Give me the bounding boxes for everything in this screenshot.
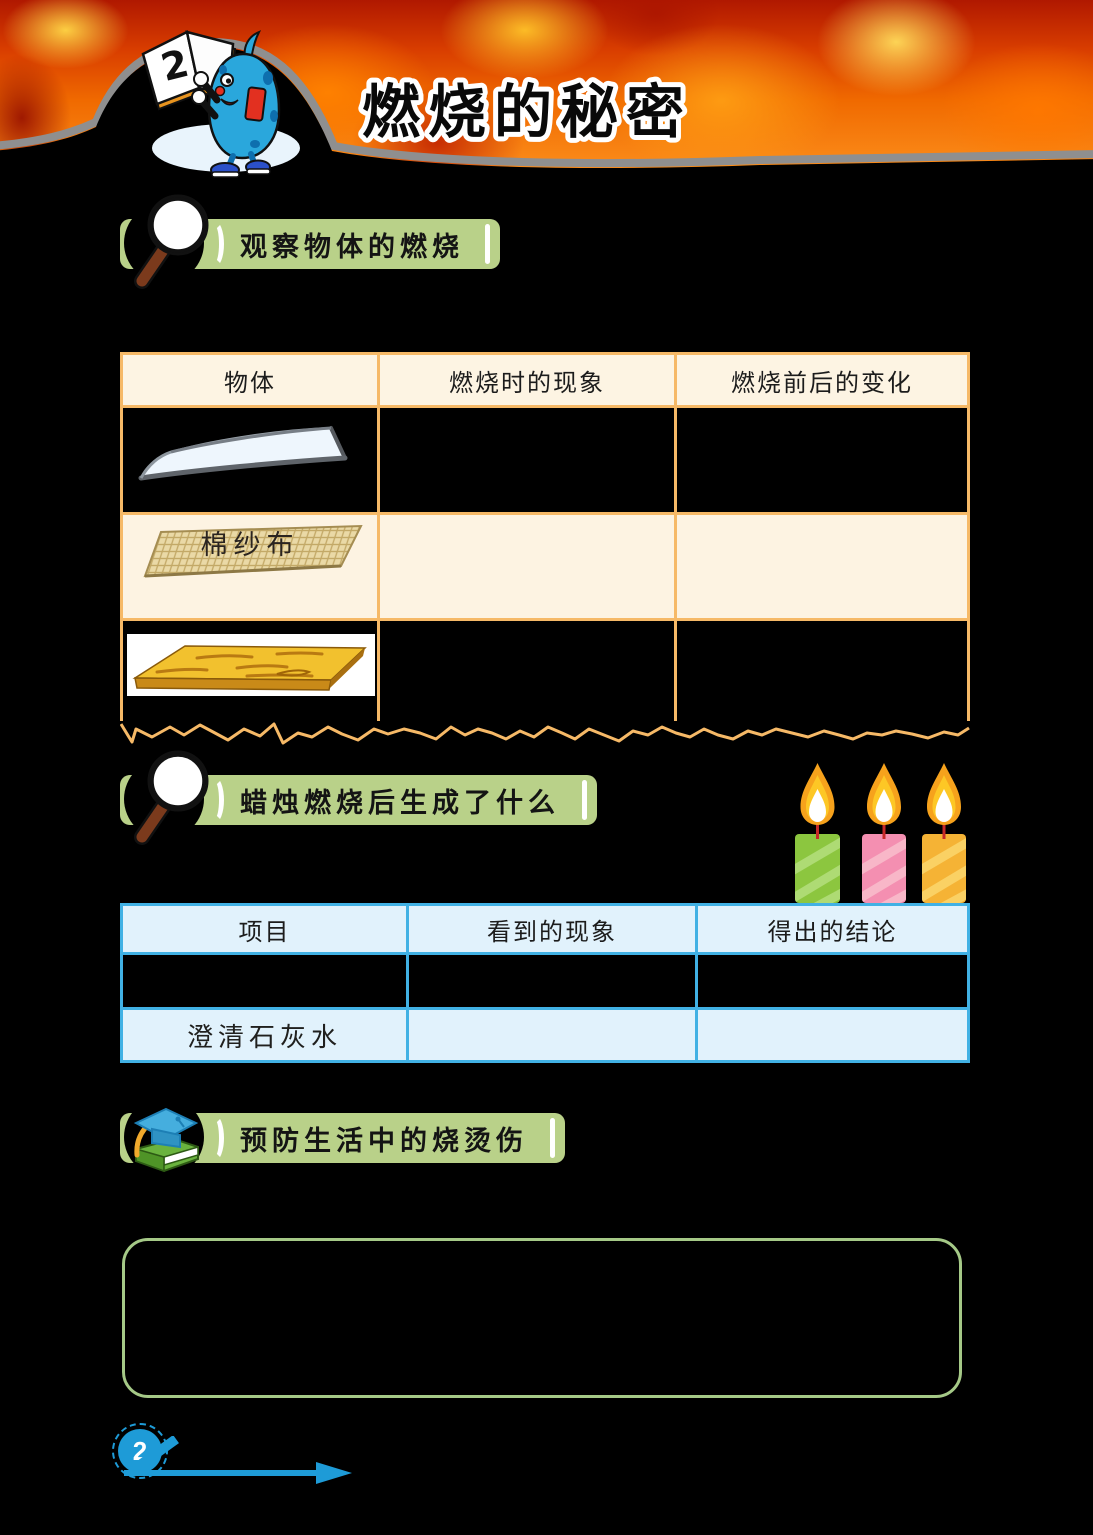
- answer-cell: [380, 621, 677, 721]
- torn-edge-graphic: [120, 722, 970, 745]
- bar-stripe: [206, 221, 224, 267]
- page-title: 燃烧的秘密: [357, 73, 692, 151]
- answer-cell: [380, 515, 677, 618]
- candles-illustration: [795, 763, 966, 903]
- table1-row-wood: [120, 621, 970, 721]
- section-title: 预防生活中的烧烫伤: [240, 1125, 528, 1156]
- table2-row-1: [120, 955, 970, 1010]
- object-label-gauze: 棉纱布: [200, 530, 300, 561]
- object-cell-wood: [123, 621, 380, 721]
- answer-cell: [409, 955, 698, 1007]
- footer-arrow-graphic: [124, 1436, 352, 1484]
- table1-header-row: 物体 燃烧时的现象 燃烧前后的变化: [120, 352, 970, 408]
- table2-header-conclusion: 得出的结论: [767, 918, 898, 946]
- section-icon-badge: [124, 194, 209, 289]
- answer-cell: [380, 408, 677, 512]
- notes-box: [122, 1238, 962, 1398]
- section-title: 观察物体的燃烧: [240, 231, 464, 262]
- table1-row-gauze: [120, 515, 970, 621]
- section-icon-badge: [124, 1097, 204, 1177]
- answer-cell: [677, 408, 967, 512]
- candle-experiment-table: 项目 看到的现象 得出的结论 澄清石灰水: [120, 903, 970, 1063]
- bar-stripe: [550, 1118, 555, 1158]
- paper-sheet-image: [138, 426, 348, 481]
- burning-observation-table: 物体 燃烧时的现象 燃烧前后的变化: [120, 352, 970, 747]
- object-cell-gauze: [123, 515, 380, 618]
- answer-cell: [123, 955, 409, 1007]
- table1-header-phenomenon: 燃烧时的现象: [380, 355, 677, 405]
- object-cell-paper: [123, 408, 380, 512]
- limewater-label: 澄清石灰水: [186, 1022, 342, 1053]
- section-bar-candle-products: 蜡烛燃烧后生成了什么: [120, 750, 597, 845]
- bar-stripe: [582, 780, 587, 820]
- answer-cell: [698, 1010, 967, 1060]
- table1-header-object: 物体: [123, 355, 380, 405]
- answer-cell: [677, 621, 967, 721]
- answer-cell: [698, 955, 967, 1007]
- wood-board-image: [127, 634, 375, 696]
- mascot-character: 2: [141, 30, 281, 178]
- page-title-text: 燃烧的秘密: [362, 78, 692, 146]
- bar-stripe: [206, 1115, 224, 1161]
- section-title: 蜡烛燃烧后生成了什么: [240, 787, 560, 818]
- section-bar-observe-burning: 观察物体的燃烧: [120, 194, 500, 289]
- table2-header-phenomenon: 看到的现象: [409, 906, 698, 952]
- section-bar-prevent-burns: 预防生活中的烧烫伤: [120, 1097, 565, 1177]
- magnifier-icon: [134, 194, 209, 289]
- answer-cell: [677, 515, 967, 618]
- table2-row-limewater: 澄清石灰水: [120, 1010, 970, 1063]
- section-icon-badge: [124, 750, 209, 845]
- cotton-gauze-image: [143, 524, 363, 578]
- table1-header-change: 燃烧前后的变化: [731, 369, 913, 397]
- magnifier-icon: [134, 750, 209, 845]
- table2-header-item: 项目: [123, 906, 409, 952]
- mortarboard-book-icon: [133, 1107, 199, 1173]
- table2-header-row: 项目 看到的现象 得出的结论: [120, 903, 970, 955]
- bar-stripe: [485, 224, 490, 264]
- bar-stripe: [206, 777, 224, 823]
- table1-row-paper: [120, 408, 970, 515]
- answer-cell: [409, 1010, 698, 1060]
